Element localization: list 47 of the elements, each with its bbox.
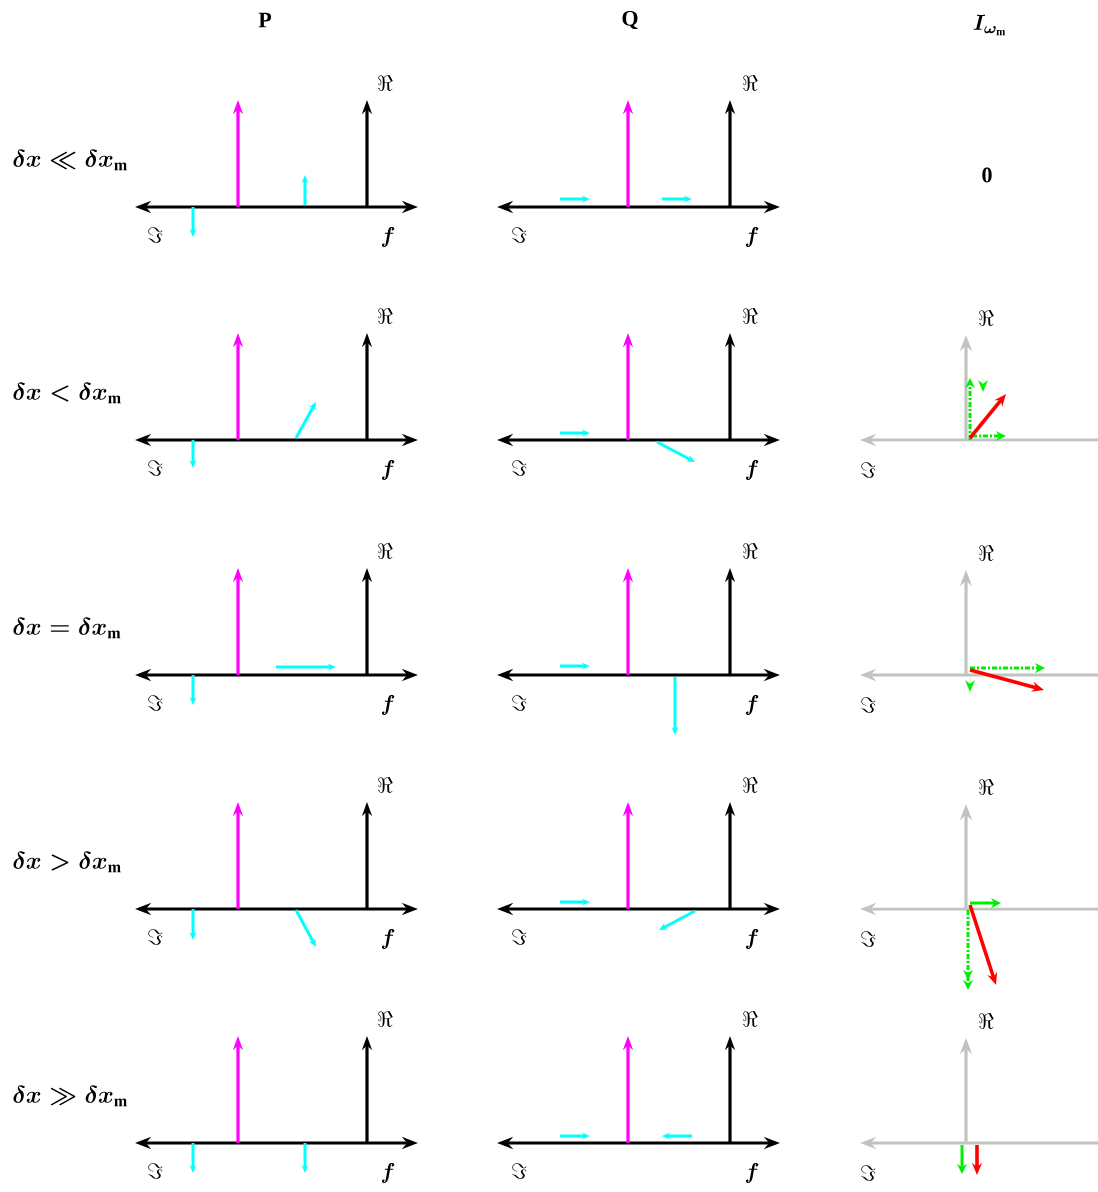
axis-label: $\boldsymbol{f}$ <box>745 695 759 715</box>
axis-label: $\Im$ <box>512 929 527 945</box>
axis-label: $\Re$ <box>979 1012 994 1030</box>
axis-label: $\Im$ <box>512 227 527 243</box>
axis-label: $\Im$ <box>148 227 163 243</box>
axis-label: $\Re$ <box>743 542 758 560</box>
axis-label: $\Im$ <box>148 929 163 945</box>
axis-label: $\Re$ <box>743 1010 758 1028</box>
axis-label: $\Im$ <box>861 931 876 947</box>
row-label: $\boldsymbol{\delta x > \delta x_{\mathrm{m}}}$ <box>13 851 121 873</box>
axis-label: $\boldsymbol{f}$ <box>381 1163 395 1183</box>
axis-label: $\Re$ <box>743 307 758 325</box>
axis-label: $\Im$ <box>148 1163 163 1179</box>
axis-label: $\Re$ <box>378 542 393 560</box>
axis-label: $\boldsymbol{f}$ <box>745 227 759 247</box>
row-label: $\boldsymbol{\delta x < \delta x_{\mathrm{m}}}$ <box>13 382 121 404</box>
axis-label: $\Im$ <box>861 697 876 713</box>
axis-label: $\Re$ <box>979 309 994 327</box>
axis-label: $\Im$ <box>512 460 527 476</box>
axis-label: $\Im$ <box>861 1165 876 1181</box>
axis-label: $\boldsymbol{f}$ <box>745 929 759 949</box>
row-label: $\boldsymbol{\delta x \ll \delta x_{\mathrm{m}}}$ <box>13 149 127 171</box>
column-heading: $\mathbf{Q}$ <box>622 10 638 30</box>
axis-label: $\boldsymbol{f}$ <box>745 460 759 480</box>
axis-label: $\Re$ <box>378 1010 393 1028</box>
axis-label: $\boldsymbol{f}$ <box>381 929 395 949</box>
axis-label: $\boldsymbol{f}$ <box>381 460 395 480</box>
axis-label: $\Re$ <box>378 776 393 794</box>
axis-label: $\Re$ <box>743 74 758 92</box>
row-label: $\boldsymbol{\delta x = \delta x_{\mathrm{m}}}$ <box>13 617 121 639</box>
axis-label: $\Im$ <box>148 695 163 711</box>
axis-label: $\Re$ <box>979 778 994 796</box>
axis-label: $\Re$ <box>378 307 393 325</box>
value-label: $\mathbf{0}$ <box>982 167 992 183</box>
column-heading: $\mathbf{P}$ <box>258 12 272 28</box>
axis-label: $\Im$ <box>861 462 876 478</box>
column-heading: $\boldsymbol{I_{\omega_{\mathrm{m}}}}$ <box>973 14 1006 36</box>
axis-label: $\boldsymbol{f}$ <box>745 1163 759 1183</box>
axis-label: $\Re$ <box>743 776 758 794</box>
axis-label: $\boldsymbol{f}$ <box>381 227 395 247</box>
axis-label: $\Re$ <box>979 544 994 562</box>
axis-label: $\Im$ <box>512 695 527 711</box>
axis-label: $\Re$ <box>378 74 393 92</box>
axis-label: $\Im$ <box>148 460 163 476</box>
axis-label: $\boldsymbol{f}$ <box>381 695 395 715</box>
row-label: $\boldsymbol{\delta x \gg \delta x_{\mathrm{m}}}$ <box>13 1085 127 1107</box>
axis-label: $\Im$ <box>512 1163 527 1179</box>
